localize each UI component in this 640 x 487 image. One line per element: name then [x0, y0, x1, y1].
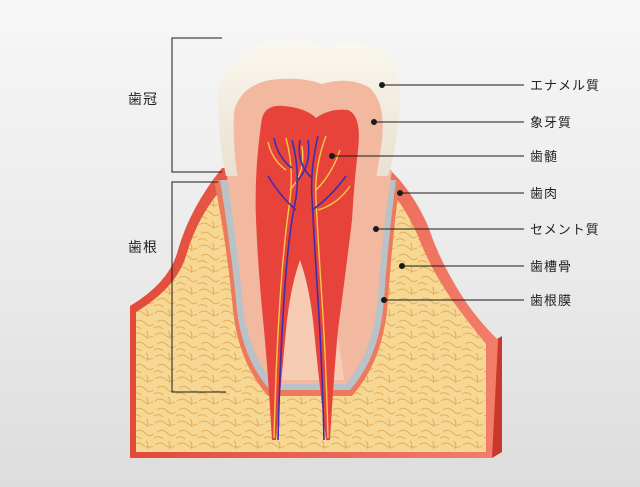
alveolar-bone-label: 歯槽骨: [530, 260, 572, 275]
crown-bracket: [171, 37, 222, 173]
crown-label: 歯冠: [128, 92, 158, 108]
root-bracket: [171, 181, 226, 393]
cementum-label: セメント質: [530, 223, 600, 238]
pulp-vessels: [267, 135, 347, 441]
root-label: 歯根: [128, 240, 158, 256]
pulp-label: 歯髄: [530, 150, 558, 165]
periodontal-ligament-label: 歯根膜: [530, 294, 572, 309]
gingiva-label: 歯肉: [530, 187, 558, 202]
pulp-nerves: [267, 135, 351, 439]
enamel-label: エナメル質: [530, 79, 600, 94]
dentin-label: 象牙質: [530, 116, 572, 131]
